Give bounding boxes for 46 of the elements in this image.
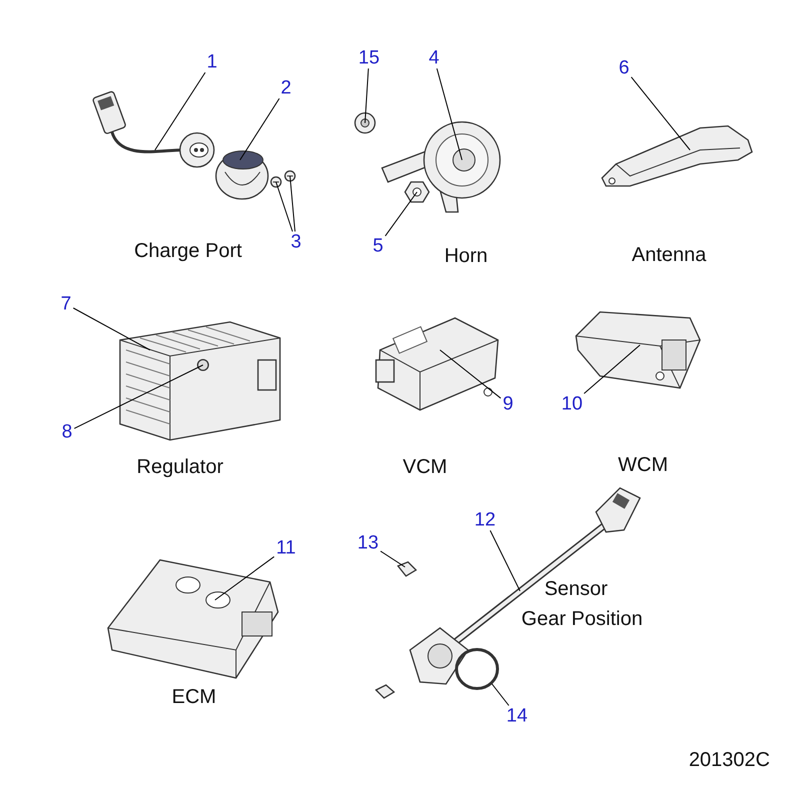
- part-label: Charge Port: [134, 239, 242, 264]
- part-label: ECM: [172, 685, 216, 710]
- callout-number: 2: [278, 78, 294, 98]
- part-label: Gear Position: [521, 607, 643, 632]
- leader-line: [380, 550, 406, 568]
- callout-number: 3: [288, 232, 304, 252]
- leader-line: [364, 68, 369, 124]
- leader-line: [276, 182, 293, 232]
- callout-number: 13: [355, 532, 381, 554]
- leader-line: [214, 556, 275, 600]
- part-label: Regulator: [136, 455, 224, 480]
- callout-number: 14: [504, 706, 530, 726]
- part-label: WCM: [618, 453, 668, 478]
- leader-line: [72, 308, 150, 350]
- callout-number: 5: [370, 236, 386, 256]
- leader-line: [290, 176, 296, 232]
- leader-line: [384, 192, 418, 236]
- part-label: Sensor: [544, 577, 608, 602]
- leader-line: [436, 68, 462, 160]
- callout-number: 11: [274, 538, 298, 558]
- part-label: 201302C: [688, 748, 770, 773]
- leader-line: [154, 72, 206, 150]
- leader-line: [492, 684, 510, 706]
- part-label: Horn: [444, 244, 488, 269]
- part-label: Antenna: [632, 243, 706, 268]
- o-ring: [455, 648, 499, 690]
- leader-line: [584, 344, 640, 394]
- callout-number: 12: [472, 510, 498, 530]
- leader-line: [74, 364, 204, 429]
- leader-line: [240, 98, 280, 160]
- screw-drawing: [284, 170, 296, 182]
- callout-number: 6: [616, 58, 632, 78]
- callout-number: 8: [60, 422, 74, 442]
- screw-drawing: [396, 560, 418, 578]
- leader-line: [630, 76, 690, 150]
- bolt-drawing: [352, 110, 378, 136]
- callout-number: 4: [426, 48, 442, 68]
- callout-number: 15: [356, 48, 382, 68]
- callout-number: 9: [500, 394, 516, 414]
- nut-drawing: [405, 180, 429, 204]
- screw-drawing: [270, 176, 282, 188]
- callout-number: 10: [559, 394, 585, 414]
- leader-line: [490, 530, 520, 592]
- callout-number: 1: [204, 52, 220, 72]
- part-label: VCM: [402, 455, 448, 480]
- callout-number: 7: [58, 294, 74, 314]
